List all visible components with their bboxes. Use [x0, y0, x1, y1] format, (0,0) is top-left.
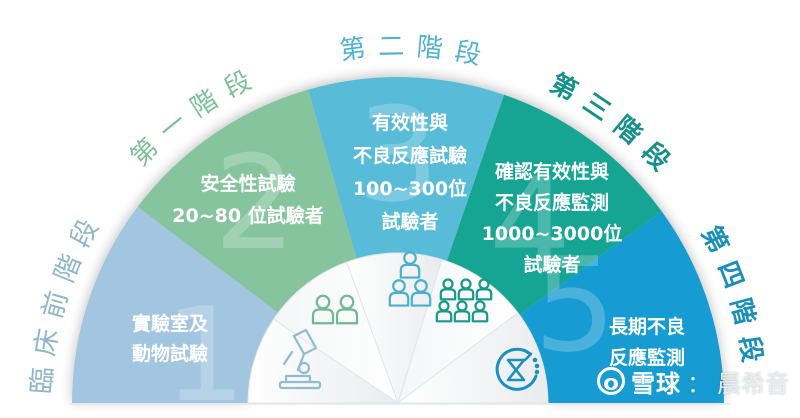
- stage-number-phase1: 2: [214, 127, 297, 279]
- three-people-icon: [388, 251, 432, 307]
- segment-phase1: [137, 89, 357, 313]
- segment-phase4: [519, 211, 724, 403]
- description-line: 試驗者: [523, 253, 580, 276]
- title-char: 段: [636, 137, 676, 177]
- title-char: 第: [695, 221, 734, 258]
- stage-number-phase3: 4: [489, 149, 572, 301]
- stage-number-phase4: 5: [534, 229, 617, 381]
- hourglass-cycle-icon: [495, 347, 540, 391]
- description-line: 確認有效性與: [495, 160, 609, 183]
- description-phase1: 安全性試驗 20~80 位試驗者: [172, 172, 323, 227]
- title-char: 段: [733, 334, 768, 364]
- title-char: 第: [545, 68, 582, 108]
- outer-ring: [72, 76, 724, 403]
- title-phase2: 第二階段: [338, 32, 483, 71]
- watermark-separator: ：: [687, 369, 711, 398]
- inner-wedge-phase1: [272, 261, 399, 405]
- watermark-brand: 雪球: [631, 369, 681, 398]
- description-line: 反應監測: [609, 346, 685, 369]
- watermark: 雪球 ： 晨希音: [597, 364, 789, 398]
- segment-phase2: [308, 76, 505, 262]
- title-char: 階: [186, 84, 224, 123]
- title-char: 第: [338, 33, 368, 66]
- title-char: 一: [154, 107, 193, 147]
- description-line: 20~80 位試驗者: [172, 204, 323, 227]
- title-char: 階: [608, 111, 647, 151]
- stage-number-phase2: 3: [357, 79, 440, 231]
- title-char: 三: [577, 88, 615, 127]
- title-char: 階: [724, 295, 760, 328]
- two-people-icon: [311, 294, 359, 325]
- title-char: 階: [415, 32, 444, 64]
- title-char: 床: [30, 326, 65, 358]
- title-char: 前: [37, 288, 74, 322]
- description-line: 安全性試驗: [200, 172, 295, 195]
- description-line: 動物試驗: [132, 342, 208, 365]
- description-line: 1000~3000位: [482, 222, 623, 245]
- description-line: 不良反應監測: [495, 191, 609, 214]
- stage-icons: [278, 251, 540, 391]
- watermark-author: 晨希音: [717, 369, 789, 398]
- microscope-icon: [278, 328, 322, 390]
- description-line: 試驗者: [381, 210, 438, 233]
- segment-preclinical: [72, 206, 279, 403]
- title-char: 段: [65, 214, 105, 252]
- title-char: 臨: [26, 366, 59, 395]
- title-char: 第: [125, 133, 165, 173]
- title-char: 二: [378, 32, 405, 62]
- description-line: 實驗室及: [132, 312, 209, 335]
- title-char: 階: [49, 250, 88, 287]
- stage-number-preclinical: 1: [164, 279, 247, 414]
- description-line: 有效性與: [372, 111, 448, 134]
- title-char: 段: [220, 66, 257, 104]
- segment-phase3: [446, 94, 662, 315]
- description-line: 不良反應試驗: [353, 144, 467, 167]
- group-people-icon: [435, 278, 493, 323]
- xueqiu-logo-icon: [597, 367, 625, 395]
- description-line: 長期不良: [609, 315, 685, 338]
- title-char: 段: [452, 37, 483, 72]
- title-char: 四: [711, 257, 748, 292]
- description-line: 100~300位: [353, 177, 467, 200]
